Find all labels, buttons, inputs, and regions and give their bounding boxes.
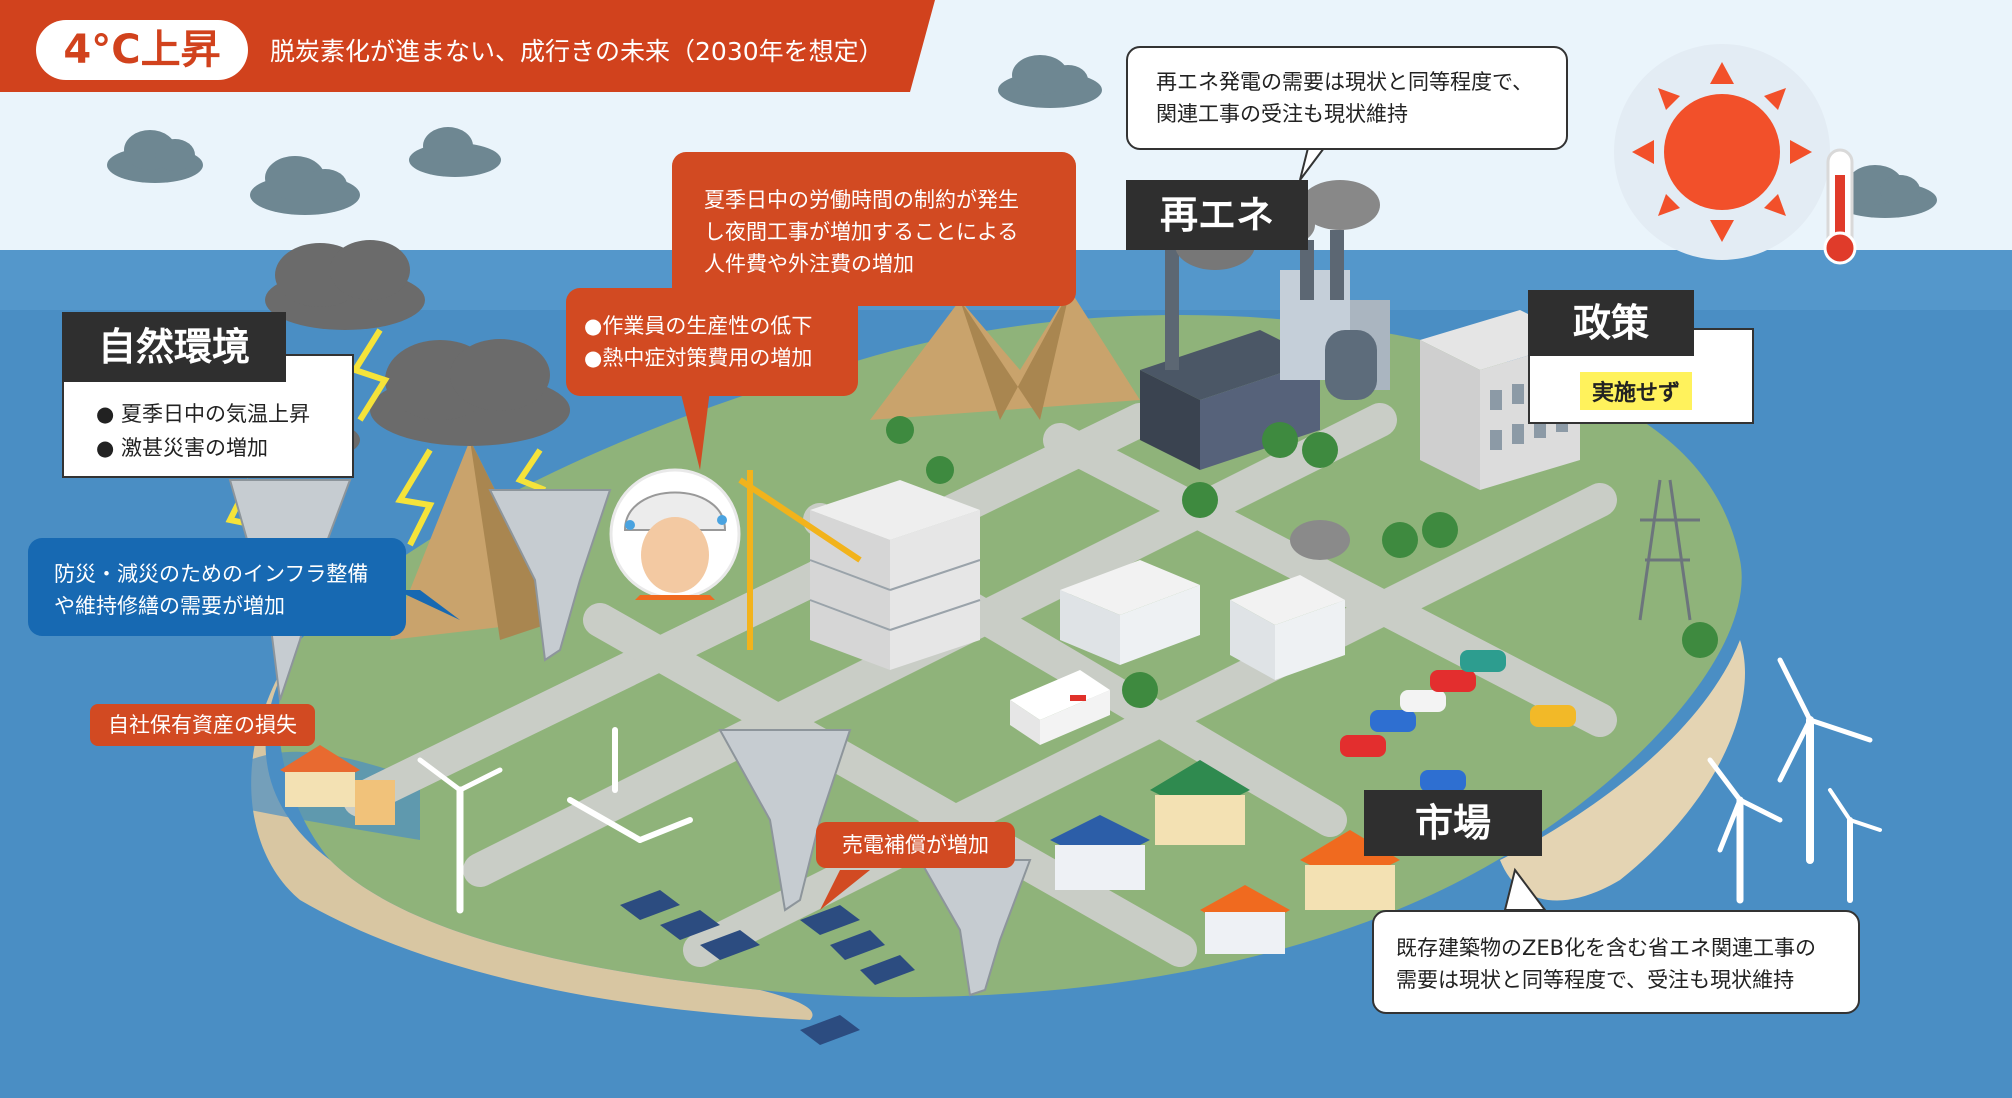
shizen-title: 自然環境 — [62, 312, 286, 382]
power-comp-label: 売電補償が増加 — [816, 822, 1015, 868]
worker-callout — [566, 288, 858, 396]
tree-icon — [886, 416, 1718, 708]
industrial-building — [1060, 520, 1350, 680]
saiene-callout-line-1: 再エネ発電の需要は現状と同等程度で、 — [1156, 70, 1534, 94]
labor-line-1: 夏季日中の労働時間の制約が発生 — [704, 188, 1019, 212]
storm-cloud-icon — [240, 240, 570, 462]
shizen-item-2: ● 激甚災害の増加 — [96, 436, 268, 460]
asset-loss-label: 自社保有資産の損失 — [90, 704, 315, 746]
saiene-callout — [1126, 46, 1568, 150]
car-icon — [1340, 650, 1576, 792]
construction-building — [809, 480, 981, 670]
worker-avatar-icon — [609, 468, 741, 600]
seisaku-tag: 実施せず — [1580, 372, 1693, 410]
labor-line-3: 人件費や外注費の増加 — [704, 252, 914, 276]
infra-line-1: 防災・減災のためのインフラ整備 — [54, 562, 369, 586]
shijou-title: 市場 — [1364, 790, 1542, 856]
infra-line-2: や維持修繕の需要が増加 — [54, 594, 285, 618]
labor-line-2: し夜間工事が増加することによる — [704, 220, 1019, 244]
saiene-callout-line-2: 関連工事の受注も現状維持 — [1156, 102, 1408, 126]
sun-icon — [1614, 44, 1830, 260]
saiene-title: 再エネ — [1126, 180, 1308, 250]
scenario-badge: 4°C上昇 — [36, 20, 248, 80]
shizen-item-1: ● 夏季日中の気温上昇 — [96, 402, 310, 426]
ambulance-icon — [1010, 670, 1110, 745]
solar-panel-icon — [620, 890, 915, 1045]
worker-line-2: ●熱中症対策費用の増加 — [584, 346, 813, 370]
infra-callout — [28, 538, 406, 636]
scenario-subtitle: 脱炭素化が進まない、成行きの未来（2030年を想定） — [270, 37, 884, 66]
worker-line-1: ●作業員の生産性の低下 — [584, 314, 813, 338]
seisaku-title: 政策 — [1528, 290, 1694, 356]
cloud-icon — [107, 55, 1937, 218]
shijou-callout-line-2: 需要は現状と同等程度で、受注も現状維持 — [1396, 968, 1795, 992]
shijou-callout — [1372, 910, 1860, 1014]
crane-icon — [738, 470, 862, 650]
shijou-callout-line-1: 既存建築物のZEB化を含む省エネ関連工事の — [1396, 936, 1817, 960]
labor-cost-callout — [672, 152, 1076, 306]
house-icon — [280, 745, 1400, 954]
wind-turbine-icon — [417, 657, 1882, 914]
pylon-icon — [1638, 479, 1700, 621]
thermometer-icon — [1823, 148, 1857, 265]
